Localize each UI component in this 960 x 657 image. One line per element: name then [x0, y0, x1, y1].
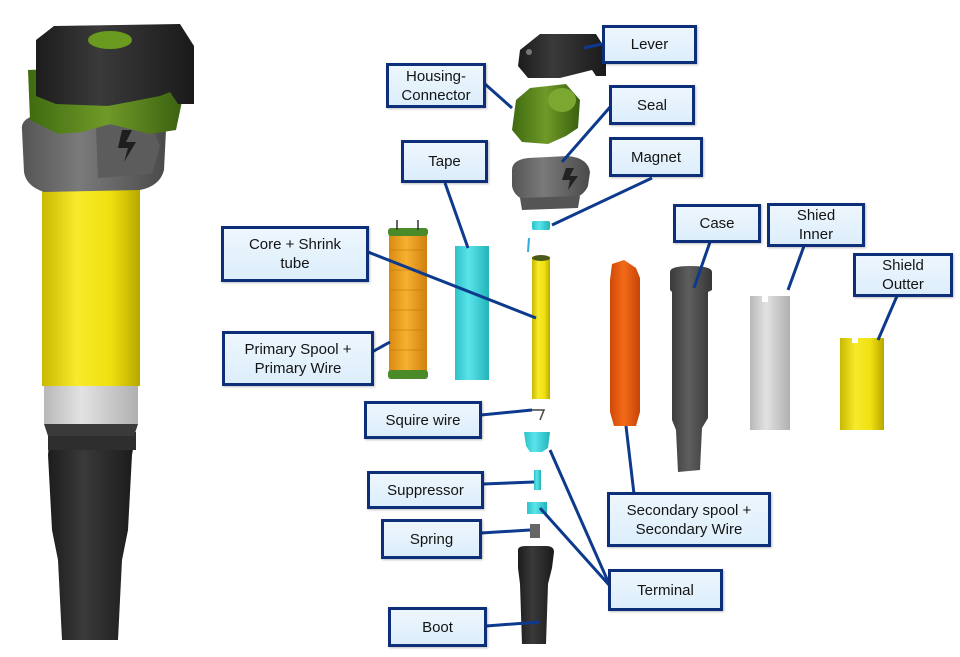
label-tape: Tape — [401, 140, 488, 183]
label-boot: Boot — [388, 607, 487, 647]
part-core-shrink-tube — [532, 257, 550, 399]
label-suppressor: Suppressor — [367, 471, 484, 509]
leader-core — [367, 250, 537, 320]
label-terminal: Terminal — [608, 569, 723, 611]
leader-shied-inner — [786, 245, 806, 291]
leader-secondary — [624, 425, 636, 495]
label-seal: Seal — [609, 85, 695, 125]
high-voltage-symbol-icon — [118, 130, 136, 162]
part-terminal-cap — [524, 432, 550, 452]
part-lever — [518, 34, 606, 78]
part-shield-outer — [840, 338, 884, 430]
assembled-lever — [36, 24, 194, 106]
label-case: Case — [673, 204, 761, 243]
part-magnet — [532, 221, 550, 230]
label-spring: Spring — [381, 519, 482, 559]
part-shield-inner — [750, 296, 790, 430]
part-squire-wire — [532, 409, 546, 421]
label-primary-spool: Primary Spool +Primary Wire — [222, 331, 374, 386]
part-secondary-spool — [610, 260, 640, 426]
leader-shield-outer — [876, 295, 899, 341]
label-squire-wire: Squire wire — [364, 401, 482, 439]
leader-lever — [583, 42, 603, 50]
leader-housing — [484, 82, 513, 110]
part-seal — [512, 156, 590, 202]
leader-squire — [480, 408, 533, 417]
leader-tape — [443, 182, 470, 249]
label-secondary-spool: Secondary spool +Secondary Wire — [607, 492, 771, 547]
label-housing-connector: Housing-Connector — [386, 63, 486, 108]
leader-terminal-b — [538, 506, 612, 588]
leader-primary — [371, 340, 391, 354]
assembled-yellow-body — [42, 190, 140, 386]
label-magnet: Magnet — [609, 137, 703, 177]
assembled-shield-band — [44, 384, 138, 424]
part-tape — [455, 246, 489, 380]
leader-case — [692, 241, 712, 289]
seal-high-voltage-symbol-icon — [562, 168, 578, 190]
part-suppressor — [534, 470, 541, 490]
leader-seal — [560, 105, 613, 163]
assembled-ignition-coil — [21, 24, 194, 640]
label-lever: Lever — [602, 25, 697, 64]
leader-lines — [367, 42, 899, 628]
leader-terminal-a — [548, 449, 612, 587]
part-spring — [530, 524, 540, 538]
part-boot — [518, 546, 554, 644]
leader-suppressor — [482, 480, 535, 486]
assembled-boot — [48, 432, 136, 640]
leader-boot — [485, 620, 541, 628]
part-case — [670, 266, 712, 472]
leader-magnet — [551, 176, 653, 227]
assembled-boot-ring — [48, 432, 136, 450]
leader-spring — [480, 528, 531, 535]
part-primary-spool — [389, 232, 427, 374]
